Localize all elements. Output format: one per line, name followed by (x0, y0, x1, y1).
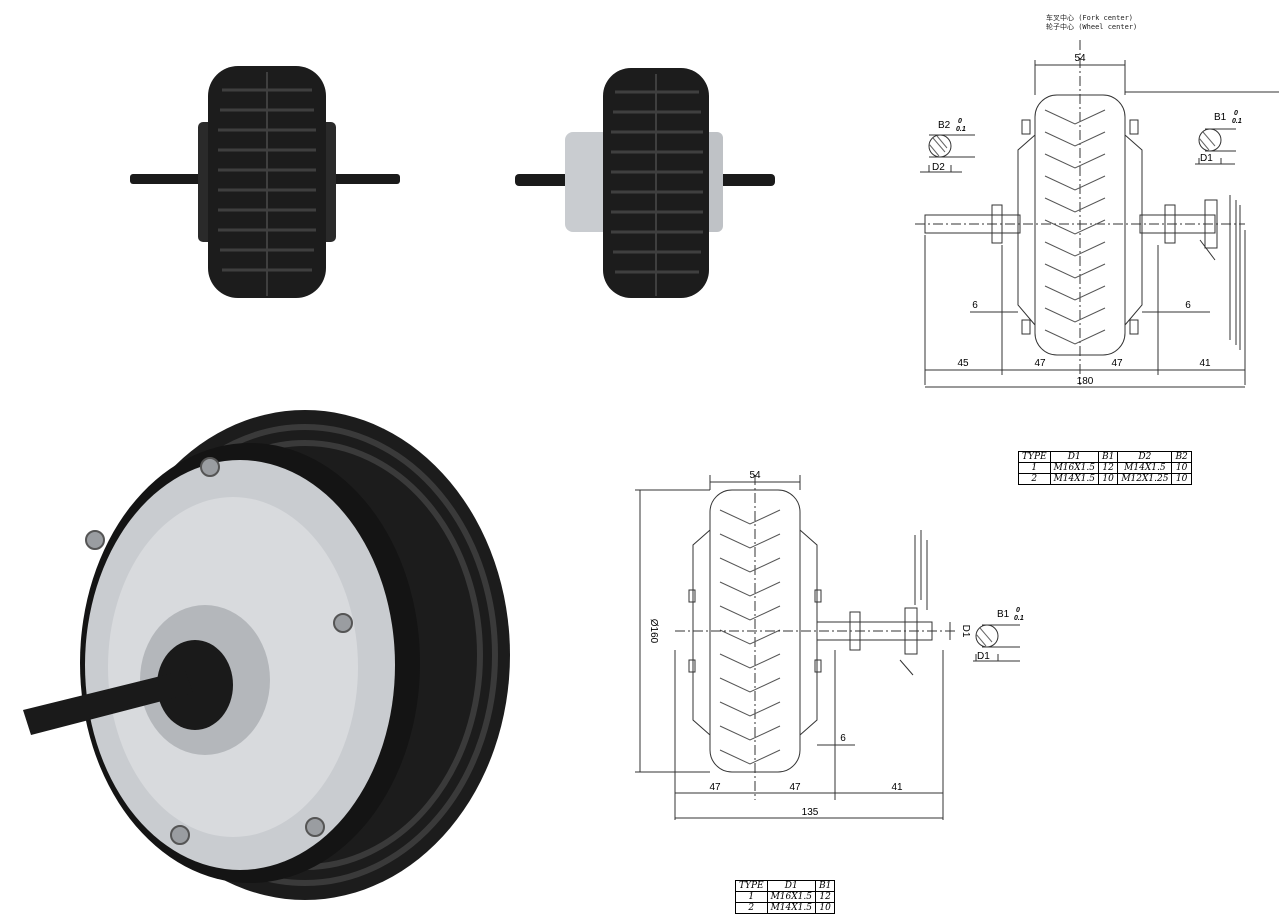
table-cell: 12 (1097, 462, 1119, 474)
axle (23, 670, 193, 735)
table-header: B1 (814, 880, 836, 892)
section-left-tol-upper: 0 (958, 118, 962, 125)
table-cell: M16X1.5 (766, 891, 816, 903)
dim-total: 180 (1077, 376, 1094, 387)
section-d: D1 (977, 651, 990, 662)
bearing (157, 640, 233, 730)
photo-wheel-front-view (130, 66, 400, 298)
dim-half-left: 47 (709, 782, 721, 793)
table-cell: 10 (1171, 473, 1192, 485)
spec-table-bottom: TYPE D1 B1 1 M16X1.5 12 2 M14X1.5 10 (735, 880, 836, 914)
table-row: 1 M16X1.5 12 (735, 891, 836, 903)
dim-width: 54 (749, 470, 761, 481)
dim-flange: 6 (840, 733, 846, 744)
axle-left (515, 174, 575, 186)
photo-wheel-side-view (515, 68, 775, 298)
dim-shaft-d: D1 (960, 625, 971, 638)
dim-shaft: 41 (891, 782, 903, 793)
table-row: 2 M14X1.5 10 (735, 902, 836, 914)
table-header: B2 (1171, 451, 1192, 463)
table-cell: 10 (1171, 462, 1192, 474)
table-cell: M12X1.25 (1117, 473, 1173, 485)
table-header: D1 (1049, 451, 1099, 463)
axle-right (715, 174, 775, 186)
section-left-tol-lower: 0.1 (956, 126, 966, 133)
axle-right (320, 174, 400, 184)
dim-width: 54 (1074, 53, 1086, 64)
table-header: TYPE (735, 880, 768, 892)
section-right-b: B1 (1214, 112, 1227, 123)
table-cell: 10 (1097, 473, 1119, 485)
note-centers: 车叉中心 (Fork center) 轮子中心 (Wheel center) (1046, 14, 1137, 32)
section-left-b: B2 (938, 120, 951, 131)
dim-total: 135 (802, 807, 819, 818)
note-wheel-center: 轮子中心 (Wheel center) (1046, 23, 1138, 31)
dim-half-left: 47 (1034, 358, 1046, 369)
table-header: B1 (1097, 451, 1119, 463)
section-right-tol-lower: 0.1 (1232, 118, 1242, 125)
technical-drawing-bottom: 54 Ø160 6 D1 47 47 41 135 B1 0 0.1 D1 (635, 470, 1024, 820)
technical-drawing-top: 54 6 6 45 47 47 41 180 B2 0 0.1 D2 B1 0 … (915, 40, 1279, 388)
table-cell: M14X1.5 (1117, 462, 1173, 474)
table-cell: 10 (814, 902, 836, 914)
axle-left (130, 174, 220, 184)
dim-right-shaft: 41 (1199, 358, 1211, 369)
table-cell: M14X1.5 (766, 902, 816, 914)
dim-half-right: 47 (1111, 358, 1123, 369)
table-header: D2 (1117, 451, 1173, 463)
table-row: 2 M14X1.5 10 M12X1.25 10 (1018, 473, 1192, 485)
note-fork-center: 车叉中心 (Fork center) (1046, 14, 1134, 22)
table-header-row: TYPE D1 B1 (735, 880, 836, 892)
spec-table-top: TYPE D1 B1 D2 B2 1 M16X1.5 12 M14X1.5 10… (1018, 451, 1192, 485)
photo-wheel-perspective (23, 410, 510, 900)
table-header: D1 (766, 880, 816, 892)
section-tol-lower: 0.1 (1014, 615, 1024, 622)
table-cell: 12 (814, 891, 836, 903)
dim-right-flange: 6 (1185, 300, 1191, 311)
dim-left-flange: 6 (972, 300, 978, 311)
dim-half-right: 47 (789, 782, 801, 793)
section-b: B1 (997, 609, 1010, 620)
section-right-tol-upper: 0 (1234, 110, 1238, 117)
table-cell: 2 (735, 902, 768, 914)
table-cell: M14X1.5 (1049, 473, 1099, 485)
section-left-d: D2 (932, 162, 945, 173)
dim-left-shaft: 45 (957, 358, 969, 369)
tire-outline (709, 489, 801, 773)
tire-outline (1034, 94, 1126, 356)
dim-diameter: Ø160 (648, 619, 659, 644)
table-cell: M16X1.5 (1049, 462, 1099, 474)
section-tol-upper: 0 (1016, 607, 1020, 614)
motor-hub (565, 132, 610, 232)
table-cell: 1 (735, 891, 768, 903)
section-right-d: D1 (1200, 153, 1213, 164)
